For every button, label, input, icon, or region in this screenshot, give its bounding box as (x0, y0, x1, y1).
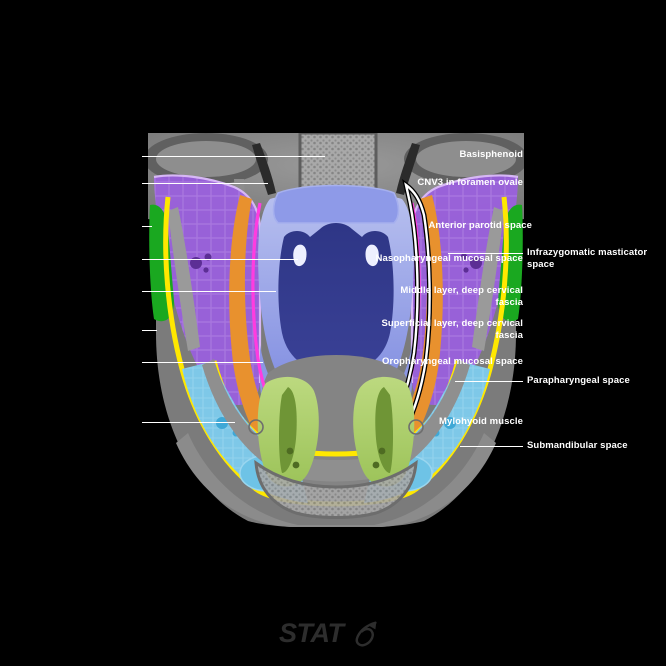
swoosh-logo-icon (355, 621, 377, 646)
leader-line-nasopharyngeal-mucosal-space (142, 259, 298, 260)
right-foramen-ovale (396, 143, 420, 195)
right-vessel-2 (460, 253, 468, 261)
left-mandible-ramus (168, 207, 200, 351)
adenoid-outline (272, 184, 400, 224)
left-vessel-3 (203, 267, 209, 273)
label-cnv3-foramen-ovale: CNV3 in foramen ovale (417, 177, 523, 188)
anatomy-figure (148, 133, 524, 527)
label-middle-layer-deep-cervical-fascia: Middle layer, deep cervical fascia (400, 285, 523, 308)
nasopharyngeal-airway (278, 223, 394, 373)
mandible-cortex (254, 459, 418, 519)
right-lingual-vein (372, 461, 380, 469)
right-submandibular-duct (408, 419, 424, 435)
figure-layers (148, 133, 524, 527)
right-lingual-artery (378, 447, 386, 455)
left-vessel-1 (190, 257, 202, 269)
leader-line-submandibular-space (460, 446, 523, 447)
leader-line-parapharyngeal-space (455, 381, 523, 382)
right-vessel-1 (470, 257, 482, 269)
leader-line-middle-layer-deep-cervical-fascia (142, 291, 276, 292)
label-parapharyngeal-space: Parapharyngeal space (527, 375, 630, 386)
left-submandibular-vessel (216, 417, 228, 429)
leader-line-infrazygomatic-masticator-space (448, 253, 523, 254)
label-anterior-parotid-space: Anterior parotid space (428, 220, 532, 231)
leader-line-mylohyoid-muscle (142, 422, 235, 423)
label-infrazygomatic-masticator-space: Infrazygomatic masticator space (527, 247, 648, 270)
leader-line-basisphenoid (142, 156, 325, 157)
leader-line-cnv3-foramen-ovale (142, 183, 268, 184)
watermark-text: STAT (279, 618, 344, 648)
right-submandibular-vessel (444, 417, 456, 429)
left-temporal-marrow (156, 141, 256, 177)
left-parapharyngeal-space (229, 195, 292, 463)
left-lingual-artery (286, 447, 294, 455)
label-mylohyoid-muscle: Mylohyoid muscle (439, 416, 523, 427)
label-nasopharyngeal-mucosal-space: Nasopharyngeal mucosal space (375, 253, 523, 264)
leader-line-superficial-layer-deep-cervical-fascia (142, 330, 157, 331)
leader-line-oropharyngeal-mucosal-space (142, 362, 263, 363)
right-temporal-marrow (416, 141, 516, 177)
label-oropharyngeal-mucosal-space: Oropharyngeal mucosal space (381, 356, 523, 367)
label-submandibular-space: Submandibular space (527, 440, 628, 451)
right-vessel-3 (463, 267, 469, 273)
left-submandibular-duct (248, 419, 264, 435)
right-eustachian-orifice (365, 244, 379, 267)
left-lingual-vein (292, 461, 300, 469)
watermark: STAT (279, 618, 381, 649)
leader-line-anterior-parotid-space (142, 226, 152, 227)
adenoid-tissue (273, 185, 399, 223)
label-superficial-layer-deep-cervical-fascia: Superficial layer, deep cervical fascia (381, 318, 523, 341)
coronal-anatomy-illustration (148, 133, 524, 527)
right-mandible-ramus (472, 207, 504, 351)
mandible-body (256, 463, 416, 518)
label-basisphenoid: Basisphenoid (459, 149, 523, 160)
left-eustachian-orifice (293, 244, 307, 267)
left-vessel-2 (204, 253, 212, 261)
